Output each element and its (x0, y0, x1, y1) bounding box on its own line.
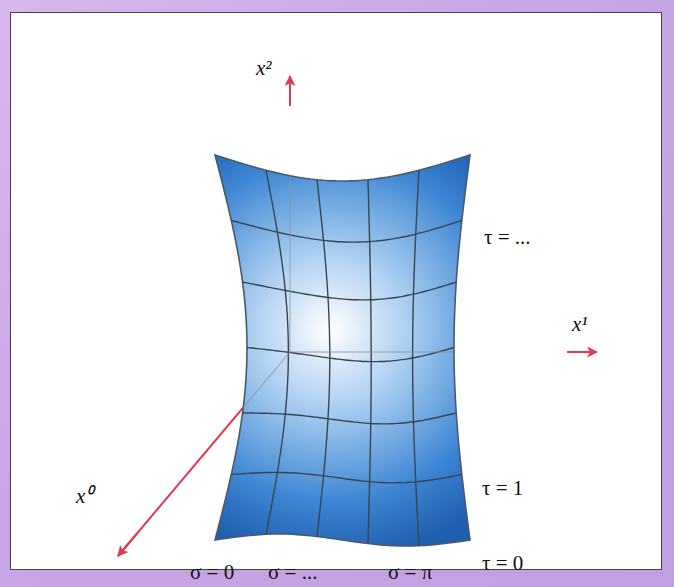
grid-line (247, 348, 454, 362)
coordinate-label: σ = ... (268, 562, 317, 583)
axes (118, 76, 597, 556)
grid-line (243, 413, 457, 424)
axis-label: x⁰ (76, 486, 92, 507)
worldsheet (215, 155, 470, 546)
grid-line (231, 220, 462, 242)
coordinate-label: σ = 0 (190, 562, 234, 583)
axis-label: x¹ (572, 314, 588, 335)
axis-behind-sheet (118, 352, 290, 556)
axis-behind-sheet (289, 76, 290, 352)
axis-behind-sheet (290, 351, 597, 352)
axis-arrowhead (567, 351, 597, 353)
axis-label: x² (256, 58, 272, 79)
coordinate-label: σ = π (388, 562, 432, 583)
coordinate-label: τ = 0 (482, 553, 523, 574)
axes (118, 76, 597, 556)
grid-line (243, 282, 457, 300)
coordinate-label: τ = ... (484, 227, 531, 248)
axis-arrowhead (289, 76, 291, 106)
axis-arrowhead (118, 533, 137, 556)
grid-line (231, 472, 462, 482)
sheet-surface (215, 155, 470, 546)
coordinate-label: τ = 1 (482, 478, 523, 499)
